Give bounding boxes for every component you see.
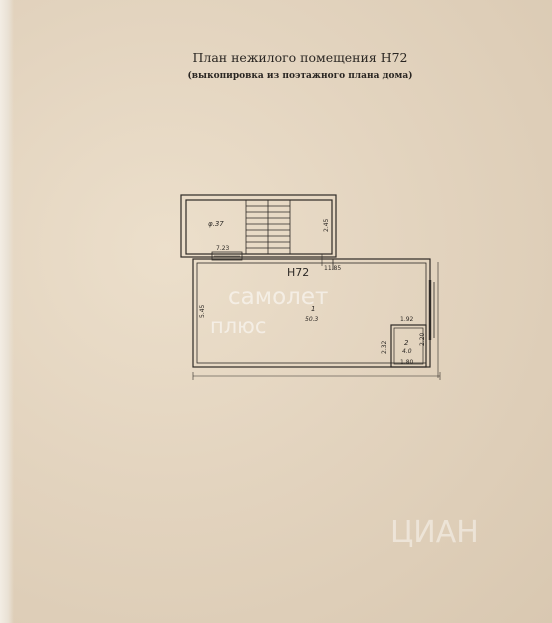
dim-closet-right: 2.20 bbox=[419, 332, 426, 346]
dim-top-width: 7.23 bbox=[216, 245, 230, 252]
upper-room-area: φ.37 bbox=[208, 220, 224, 228]
closet-outline bbox=[390, 324, 427, 368]
dim-top-height: 2.45 bbox=[323, 218, 330, 232]
room2-area: 4.0 bbox=[402, 348, 412, 355]
dim-closet-top: 1.92 bbox=[400, 316, 414, 323]
room1-area: 50.3 bbox=[305, 316, 319, 323]
room2-number: 2 bbox=[404, 339, 409, 347]
premise-label: Н72 bbox=[287, 266, 309, 279]
entry-step bbox=[211, 251, 243, 261]
upper-block-outline bbox=[180, 194, 337, 258]
watermark-line2: плюс bbox=[210, 314, 266, 338]
document-subtitle: (выкопировка из поэтажного плана дома) bbox=[187, 71, 413, 81]
dim-main-height: 5.45 bbox=[199, 304, 206, 318]
watermark-line1: самолет bbox=[228, 284, 328, 310]
stairs bbox=[245, 199, 291, 255]
dim-closet-left: 2.32 bbox=[381, 340, 388, 354]
paper-edge bbox=[0, 0, 14, 623]
watermark-cian: ЦИАН bbox=[390, 515, 479, 550]
dim-main-length: 11.85 bbox=[324, 265, 341, 272]
document-title: План нежилого помещения Н72 bbox=[192, 50, 408, 65]
watermark: самолет плюс ЦИАН bbox=[210, 284, 479, 550]
main-room-inner bbox=[196, 262, 427, 364]
main-room-outline bbox=[192, 258, 431, 368]
room1-number: 1 bbox=[311, 305, 315, 313]
dim-closet-bottom: 1.80 bbox=[400, 359, 414, 366]
